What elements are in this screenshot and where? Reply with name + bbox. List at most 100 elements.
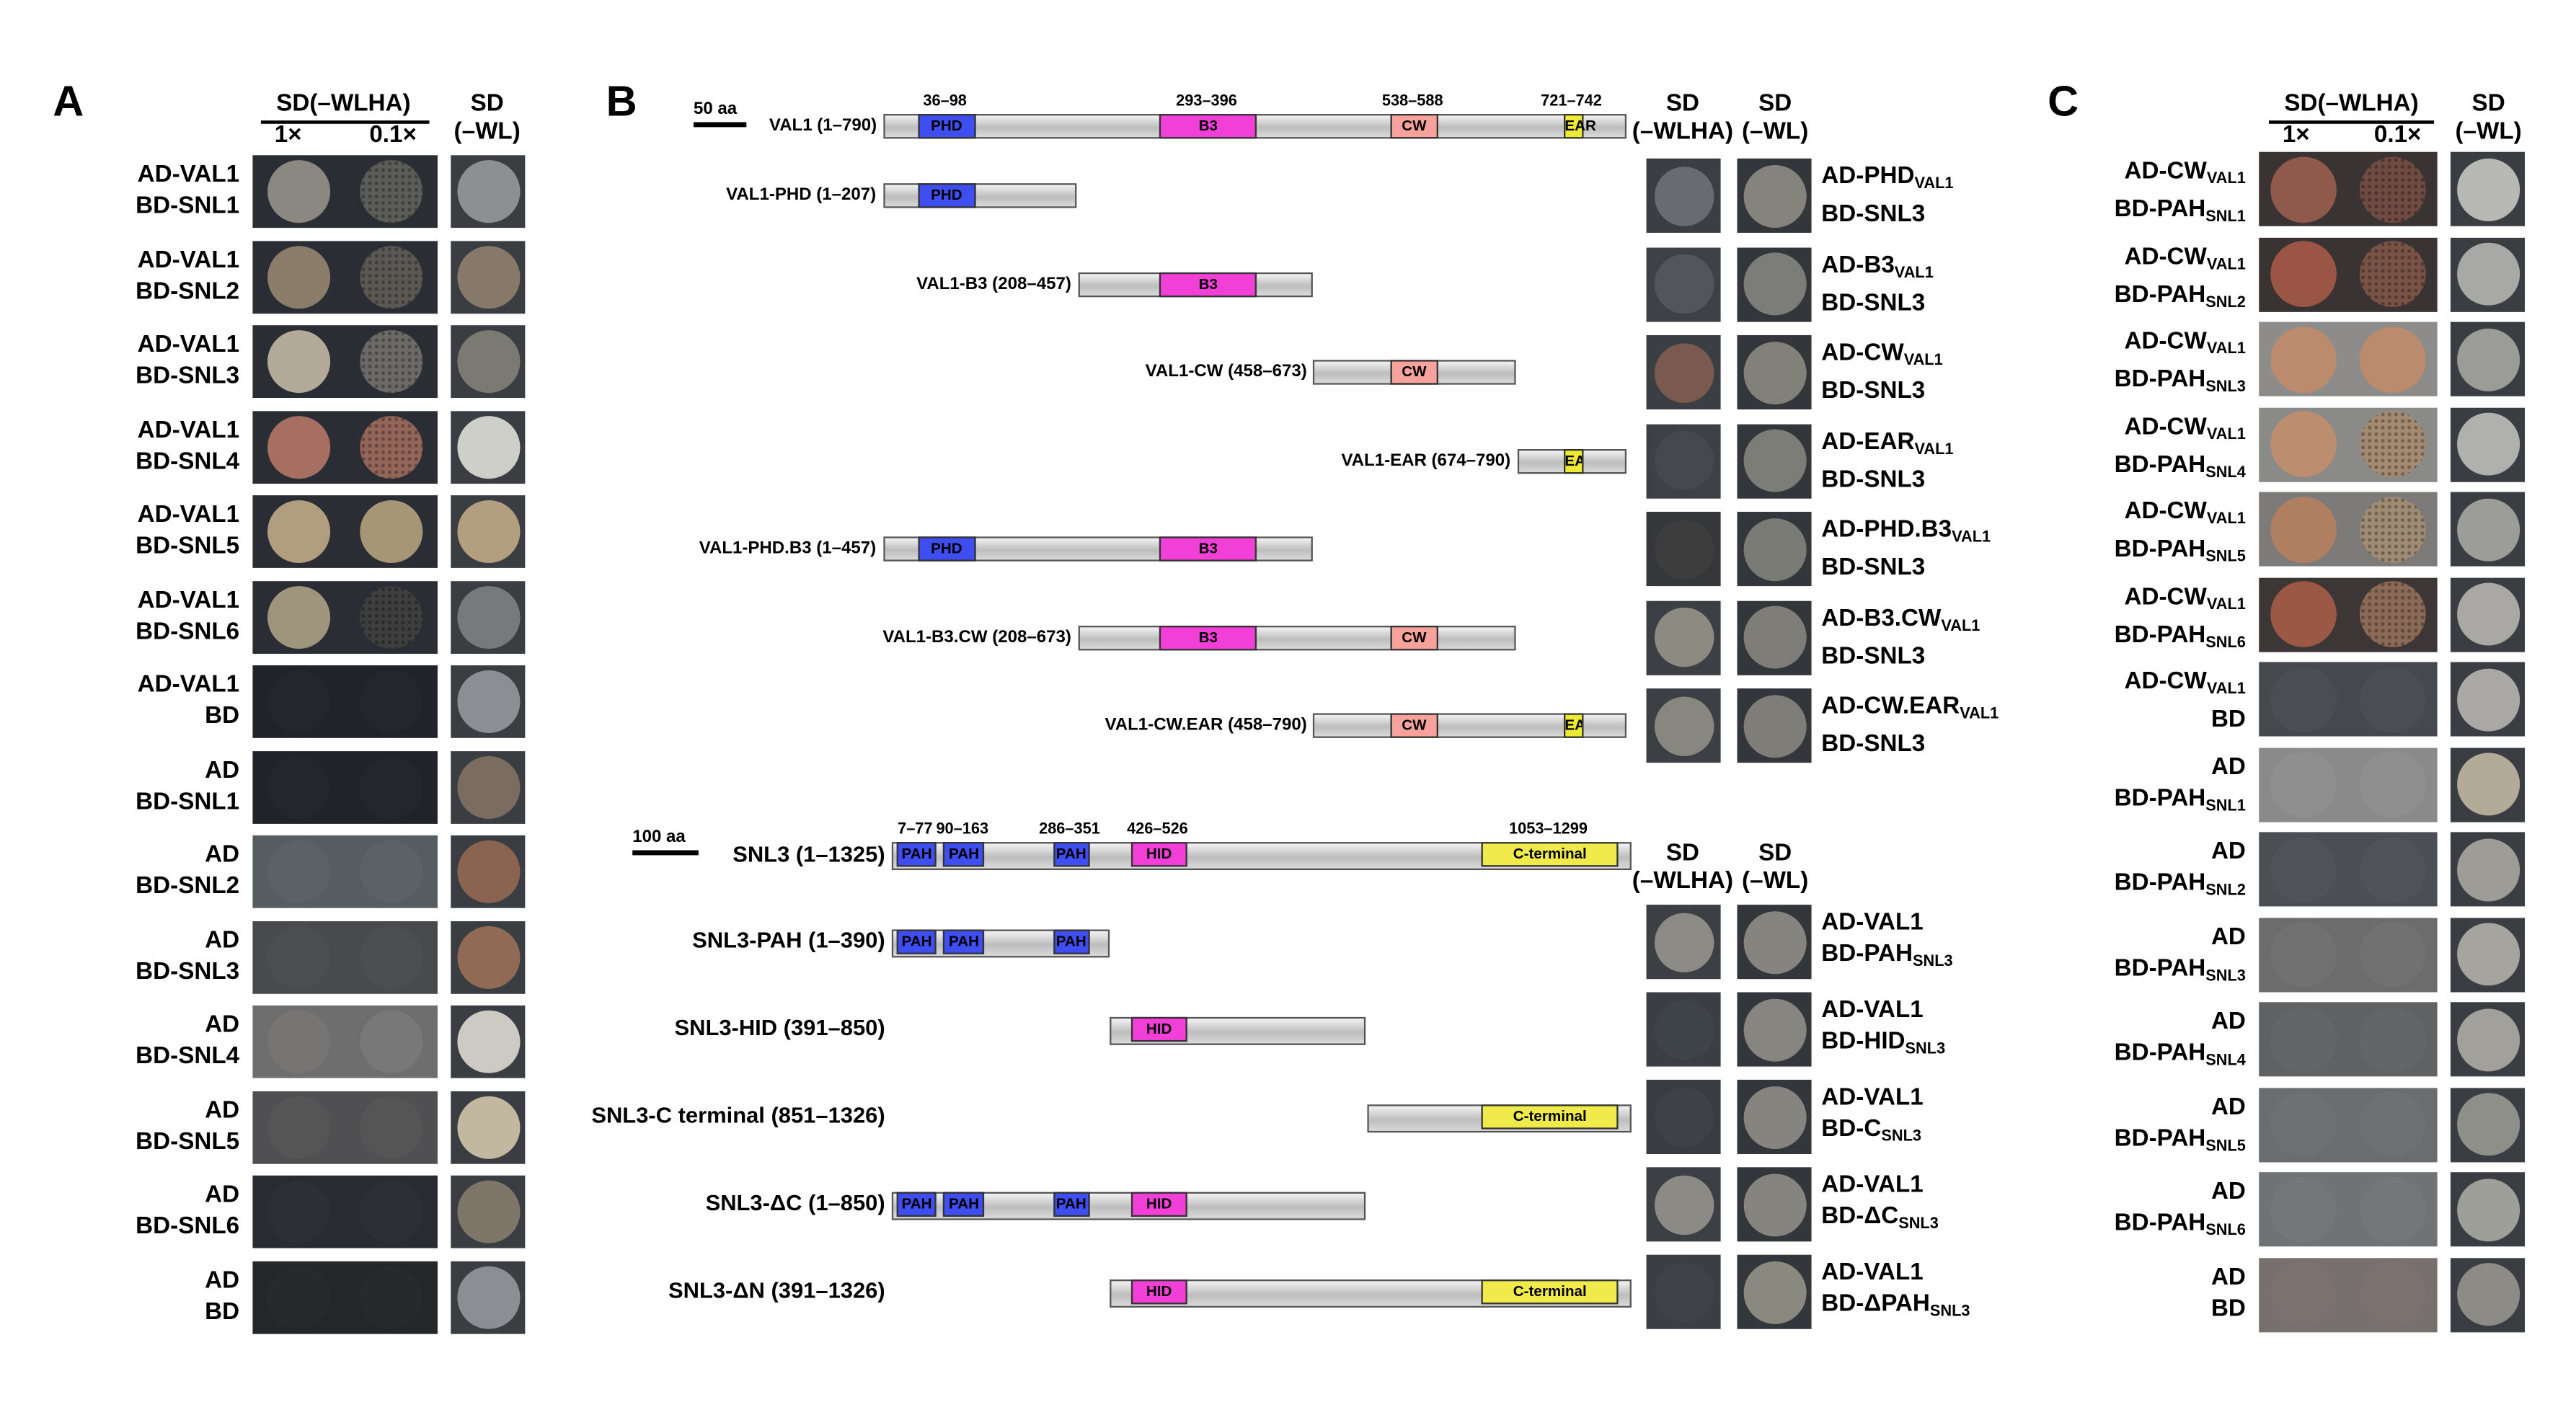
ad-construct-label: AD-VAL1 <box>137 672 240 698</box>
bd-construct-label: BD-CSNL3 <box>1821 1114 1923 1153</box>
ad-construct-label: AD-CWVAL1 <box>1821 339 1942 377</box>
snl-scale-label: 100 aa <box>632 827 686 847</box>
snl-control-plate <box>1737 992 1812 1067</box>
ad-construct-label: AD-VAL1 <box>137 417 240 443</box>
bd-construct-subscript: SNL3 <box>1905 1039 1946 1059</box>
ad-construct-subscript: VAL1 <box>2206 595 2246 613</box>
panel-a-header-01x: 0.1× <box>369 122 417 149</box>
ad-construct-label: AD <box>2048 1007 2246 1039</box>
panel-a-selective-plate <box>252 155 438 229</box>
val-selective-plate <box>1646 158 1721 233</box>
panel-c-selective-plate <box>2259 1257 2438 1332</box>
domain-cw: CW <box>1390 114 1438 139</box>
yeast-spot <box>1743 1173 1806 1236</box>
panel-c-control-plate <box>2450 577 2526 652</box>
ad-construct-name: AD-CW <box>1821 340 1904 367</box>
bd-construct-label: BD-PAHSNL4 <box>2048 450 2246 488</box>
yeast-spot <box>1653 696 1714 755</box>
panel-a-control-plate <box>451 240 526 314</box>
bd-construct-name: BD-PAH <box>2114 1210 2206 1237</box>
panel-c-selective-plate <box>2259 1172 2438 1247</box>
ad-construct-name: AD-CW.EAR <box>1821 693 1960 720</box>
yeast-spot <box>456 670 520 733</box>
val-header-control: SD (–WL) <box>1742 90 1809 146</box>
val-selective-plate <box>1646 512 1721 587</box>
ad-construct-label: AD-VAL1 <box>1821 910 1924 936</box>
ad-construct-name: AD <box>2210 753 2246 781</box>
yeast-spot-01x <box>2359 326 2426 392</box>
bd-construct-label: BD-SNL1 <box>136 192 240 220</box>
ad-construct-subscript: VAL1 <box>2206 425 2246 443</box>
yeast-spot-1x <box>267 415 331 479</box>
ad-construct-subscript: VAL1 <box>2206 169 2246 189</box>
domain-phd: PHD <box>917 536 976 562</box>
ad-construct-label: AD-CWVAL1 <box>2048 582 2246 620</box>
yeast-spot-1x <box>2270 751 2337 817</box>
panel-c-selective-plate <box>2259 577 2438 652</box>
bd-construct-label: BD-SNL3 <box>1821 201 1926 229</box>
domain-cw: CW <box>1390 360 1438 385</box>
panel-a-control-plate <box>451 1090 526 1163</box>
panel-a-selective-plate <box>252 665 438 738</box>
panel-c-selective-plate <box>2259 1002 2438 1077</box>
bd-construct-label: BD-SNL2 <box>136 278 240 305</box>
domain-range-label: 538–588 <box>1381 92 1443 111</box>
bd-construct-name: BD-PAH <box>2114 870 2206 897</box>
panel-a-control-plate <box>451 580 526 653</box>
yeast-spot <box>456 160 520 223</box>
bd-construct-name: BD-PAH <box>2114 621 2206 648</box>
yeast-spot-1x <box>2270 836 2337 902</box>
domain-pah: PAH <box>897 929 937 954</box>
yeast-spot <box>2456 157 2520 221</box>
domain-ear: EAR <box>1563 448 1583 474</box>
yeast-spot <box>1743 340 1806 404</box>
yeast-spot <box>456 330 520 394</box>
panel-c-control-plate <box>2450 1002 2526 1077</box>
panel-a-selective-plate <box>252 240 438 314</box>
panel-c-header-1x: 1× <box>2282 122 2310 149</box>
panel-a-control-plate <box>451 325 526 398</box>
panel-c-selective-plate <box>2259 151 2438 226</box>
domain-b3: B3 <box>1159 271 1257 297</box>
yeast-spot <box>2456 753 2520 816</box>
yeast-spot <box>1743 429 1806 492</box>
bd-construct-label: BD-SNL5 <box>136 533 240 560</box>
panel-a-selective-plate <box>252 920 438 993</box>
val-control-plate <box>1737 512 1812 587</box>
ad-construct-label: AD-CWVAL1 <box>2048 497 2246 535</box>
ad-construct-label: AD-CW.EARVAL1 <box>1821 692 1999 730</box>
ad-construct-name: AD-CW <box>2124 243 2207 270</box>
panel-a-header-selective: SD(–WLHA) <box>276 90 411 117</box>
bd-construct-name: BD-PAH <box>2114 536 2206 564</box>
bd-construct-subscript: SNL4 <box>2205 1051 2246 1070</box>
yeast-spot <box>1653 912 1714 972</box>
val-control-plate <box>1737 158 1812 233</box>
snl3-construct-name: SNL3-ΔC (1–850) <box>705 1190 885 1215</box>
panel-a-selective-plate <box>252 1260 438 1334</box>
snl-control-plate <box>1737 1254 1812 1329</box>
bd-construct-label: BD-PAHSNL6 <box>2048 620 2246 658</box>
panel-a-control-plate <box>451 750 526 823</box>
ad-construct-name: AD-PHD <box>1821 163 1915 190</box>
ad-construct-label: AD-CWVAL1 <box>2048 157 2246 195</box>
yeast-spot <box>1653 166 1714 226</box>
yeast-spot-1x <box>267 1010 331 1073</box>
yeast-spot-01x <box>2359 411 2426 477</box>
domain-pah: PAH <box>897 842 937 867</box>
yeast-spot <box>2456 923 2520 986</box>
bd-construct-subscript: SNL6 <box>2205 633 2246 652</box>
bd-construct-label: BD-SNL5 <box>136 1128 240 1155</box>
panel-a-selective-plate <box>252 410 438 483</box>
bd-construct-label: BD-HIDSNL3 <box>1821 1027 1945 1065</box>
bd-construct-label: BD-PAHSNL3 <box>2048 365 2246 403</box>
domain-b3: B3 <box>1159 114 1257 139</box>
bd-construct-label: BD <box>205 703 240 730</box>
val1-full-name: VAL1 (1–790) <box>769 115 877 136</box>
yeast-spot <box>1743 252 1806 316</box>
